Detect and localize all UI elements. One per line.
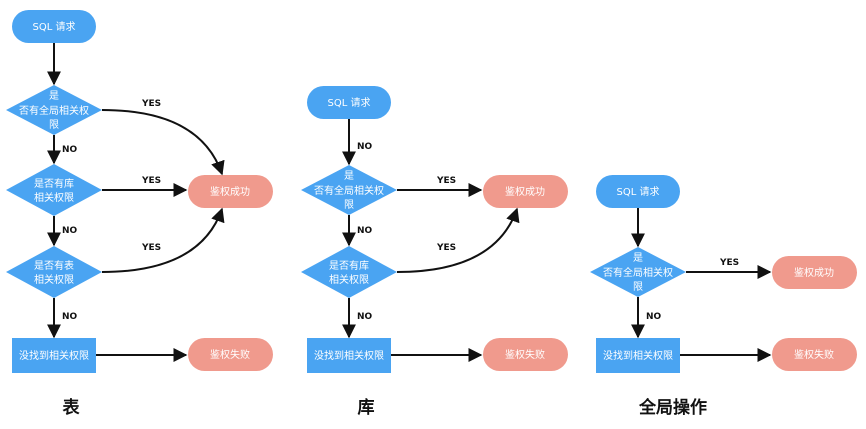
start-node-label: SQL 请求 <box>328 96 371 109</box>
edge-label-no: NO <box>62 312 78 322</box>
decision-label-line: 限 <box>633 281 643 293</box>
decision-label-line: 是否有表 <box>34 259 74 272</box>
flow-database: SQL 请求 是 否有全局相关权 限 是否有库 相关权限 没找到相关权限 鉴权成… <box>301 86 568 418</box>
auth-success-label: 鉴权成功 <box>794 266 834 279</box>
auth-success-label: 鉴权成功 <box>505 185 545 198</box>
edge-arrow <box>101 109 225 176</box>
decision-db-permission <box>6 164 102 216</box>
edge-label-yes: YES <box>141 99 161 109</box>
decision-label-line: 否有全局相关权 <box>603 266 673 279</box>
auth-failure-label: 鉴权失败 <box>505 348 545 361</box>
decision-db-permission <box>301 246 397 298</box>
decision-label-line: 是 <box>344 170 354 182</box>
auth-success-node <box>188 175 273 208</box>
edge-label-no: NO <box>646 312 662 322</box>
decision-label-line: 是 <box>49 90 59 102</box>
auth-failure-node <box>772 338 857 371</box>
flow-caption: 表 <box>63 397 81 418</box>
auth-success-node <box>483 175 568 208</box>
decision-global-permission <box>301 165 397 215</box>
not-found-label: 没找到相关权限 <box>19 349 89 362</box>
edge-label-no: NO <box>357 142 373 152</box>
edge-label-yes: YES <box>436 243 456 253</box>
start-node-label: SQL 请求 <box>33 20 76 33</box>
decision-label-line: 是 <box>633 252 643 264</box>
not-found-label: 没找到相关权限 <box>603 349 673 362</box>
edge-label-no: NO <box>62 226 78 236</box>
not-found-node <box>307 338 391 373</box>
edge-label-no: NO <box>357 312 373 322</box>
auth-failure-label: 鉴权失败 <box>210 348 250 361</box>
edge-label-no: NO <box>357 226 373 236</box>
not-found-node <box>12 338 96 373</box>
decision-table-permission <box>6 246 102 298</box>
decision-label-line: 否有全局相关权 <box>314 184 384 197</box>
start-node <box>307 86 391 119</box>
decision-label-line: 是否有库 <box>34 177 74 190</box>
auth-failure-node <box>188 338 273 371</box>
auth-success-label: 鉴权成功 <box>210 185 250 198</box>
not-found-node <box>596 338 680 373</box>
edge-arrow <box>101 207 225 273</box>
edge-arrow <box>396 207 520 273</box>
decision-label-line: 相关权限 <box>34 191 74 204</box>
decision-global-permission <box>6 85 102 135</box>
edge-label-yes: YES <box>436 176 456 186</box>
start-node-label: SQL 请求 <box>617 185 660 198</box>
auth-success-node <box>772 256 857 289</box>
auth-failure-label: 鉴权失败 <box>794 348 834 361</box>
decision-label-line: 限 <box>344 199 354 211</box>
decision-label-line: 是否有库 <box>329 259 369 272</box>
flow-global: SQL 请求 是 否有全局相关权 限 没找到相关权限 鉴权成功 鉴权失败 YES… <box>590 175 857 418</box>
decision-global-permission <box>590 247 686 297</box>
edge-label-yes: YES <box>719 258 739 268</box>
edge-label-no: NO <box>62 145 78 155</box>
edge-label-yes: YES <box>141 176 161 186</box>
decision-label-line: 限 <box>49 119 59 131</box>
flow-caption: 库 <box>358 397 375 418</box>
edge-label-yes: YES <box>141 243 161 253</box>
start-node <box>596 175 680 208</box>
not-found-label: 没找到相关权限 <box>314 349 384 362</box>
flow-table: SQL 请求 是 否有全局相关权 限 是否有库 相关权限 是否有表 相关权限 没… <box>6 10 273 418</box>
decision-label-line: 相关权限 <box>34 273 74 286</box>
auth-failure-node <box>483 338 568 371</box>
flow-caption: 全局操作 <box>638 397 707 418</box>
start-node <box>12 10 96 43</box>
decision-label-line: 相关权限 <box>329 273 369 286</box>
decision-label-line: 否有全局相关权 <box>19 104 89 117</box>
